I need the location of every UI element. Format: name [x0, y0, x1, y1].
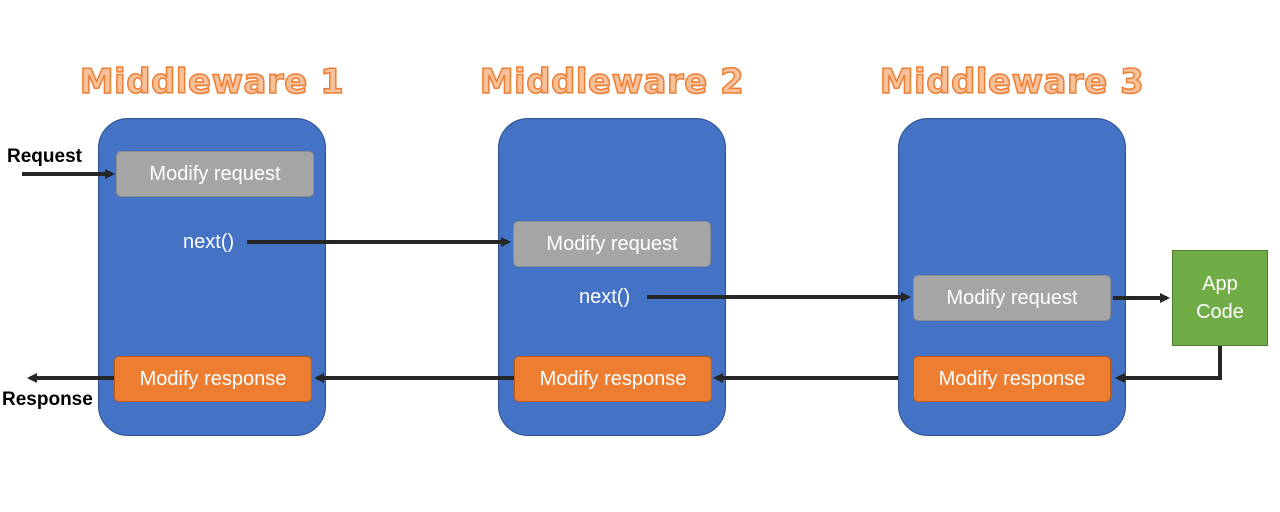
middleware-1-next-label: next() [183, 231, 235, 253]
response-label: Response [2, 389, 93, 410]
middleware-2-modify-request: Modify request [513, 221, 711, 267]
middleware-1-title: Middleware 1 [79, 61, 345, 103]
middleware-1-modify-response: Modify response [114, 356, 312, 402]
app-code-line-2: Code [1196, 301, 1244, 323]
middleware-2-title: Middleware 2 [479, 61, 745, 103]
request-label: Request [7, 146, 82, 167]
app-code-box: App Code [1172, 250, 1268, 346]
middleware-3-title: Middleware 3 [879, 61, 1145, 103]
app-code-line-1: App [1202, 273, 1238, 295]
middleware-3-modify-response: Modify response [913, 356, 1111, 402]
middleware-2-modify-response: Modify response [514, 356, 712, 402]
middleware-3-modify-request: Modify request [913, 275, 1111, 321]
middleware-2-next-label: next() [579, 286, 631, 308]
from-app-arrow [1115, 346, 1222, 383]
middleware-1-modify-request: Modify request [116, 151, 314, 197]
